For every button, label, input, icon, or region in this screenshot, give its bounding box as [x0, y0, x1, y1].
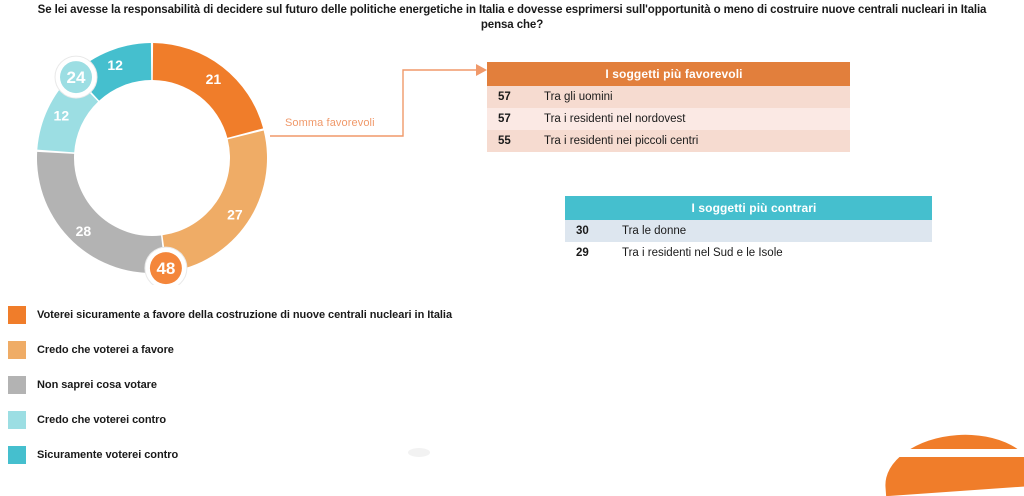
page-title: Se lei avesse la responsabilità di decid… — [37, 4, 987, 31]
donut-badges: 48 24 — [54, 55, 188, 285]
table-cell-label: Tra i residenti nel nordovest — [544, 108, 850, 130]
legend-item-label: Non saprei cosa votare — [37, 378, 157, 391]
chart-legend: Voterei sicuramente a favore della costr… — [8, 297, 628, 472]
table-contrari-head: I soggetti più contrari — [565, 196, 932, 220]
legend-swatch-icon — [8, 375, 26, 394]
donut-slice-label: 21 — [206, 71, 222, 87]
donut-slice-label: 27 — [227, 206, 243, 222]
donut-slice — [162, 130, 267, 272]
legend-item-label: Sicuramente voterei contro — [37, 448, 179, 461]
table-cell-value: 55 — [487, 130, 544, 152]
legend-item-3: Credo che voterei contro — [8, 402, 628, 437]
legend-item-2: Non saprei cosa votare — [8, 367, 628, 402]
donut-slice-labels: 21 27 28 12 12 — [54, 57, 243, 239]
donut-slice-label: 28 — [76, 223, 92, 239]
donut-slice — [36, 151, 166, 273]
table-cell-label: Tra i residenti nei piccoli centri — [544, 130, 850, 152]
donut-slice-label: 12 — [107, 57, 123, 73]
legend-item-label: Voterei sicuramente a favore della costr… — [37, 308, 453, 321]
table-cell-value: 57 — [487, 108, 544, 130]
donut-slice — [152, 43, 264, 138]
donut-slice-label: 12 — [54, 107, 70, 123]
badge-somma-favorevoli-value: 48 — [156, 259, 175, 278]
table-header-row: I soggetti più contrari — [565, 196, 932, 220]
badge-somma-contrari-value: 24 — [67, 68, 86, 87]
donut-chart-svg: 21 27 28 12 12 48 24 — [36, 43, 267, 285]
table-cell-label: Tra gli uomini — [544, 86, 850, 108]
connector-arrowhead — [476, 64, 487, 76]
table-favorevoli-head: I soggetti più favorevoli — [487, 62, 850, 86]
table-cell-value: 30 — [565, 220, 622, 242]
table-favorevoli-title: I soggetti più favorevoli — [487, 62, 850, 86]
table-cell-value: 57 — [487, 86, 544, 108]
badge-somma-favorevoli — [149, 252, 182, 285]
legend-item-label: Credo che voterei a favore — [37, 343, 174, 356]
legend-swatch-icon — [8, 305, 26, 324]
somma-favorevoli-label: Somma favorevoli — [285, 117, 375, 129]
legend-swatch-icon — [8, 445, 26, 464]
legend-swatch-icon — [8, 340, 26, 359]
legend-item-4: Sicuramente voterei contro — [8, 437, 628, 472]
table-cell-label: Tra le donne — [622, 220, 932, 242]
legend-item-1: Credo che voterei a favore — [8, 332, 628, 367]
decorative-dot — [408, 448, 430, 457]
decorative-corner-swoosh — [882, 429, 1024, 496]
somma-favorevoli-connector — [270, 64, 487, 137]
table-contrari-title: I soggetti più contrari — [565, 196, 932, 220]
table-header-row: I soggetti più favorevoli — [487, 62, 850, 86]
legend-item-0: Voterei sicuramente a favore della costr… — [8, 297, 628, 332]
badge-somma-contrari — [60, 61, 93, 94]
legend-swatch-icon — [8, 410, 26, 429]
table-cell-value: 29 — [565, 242, 622, 264]
table-cell-label: Tra i residenti nel Sud e le Isole — [622, 242, 932, 264]
decorative-corner-mask — [864, 449, 1024, 457]
legend-item-label: Credo che voterei contro — [37, 413, 166, 426]
donut-chart: 21 27 28 12 12 48 24 — [32, 33, 282, 285]
